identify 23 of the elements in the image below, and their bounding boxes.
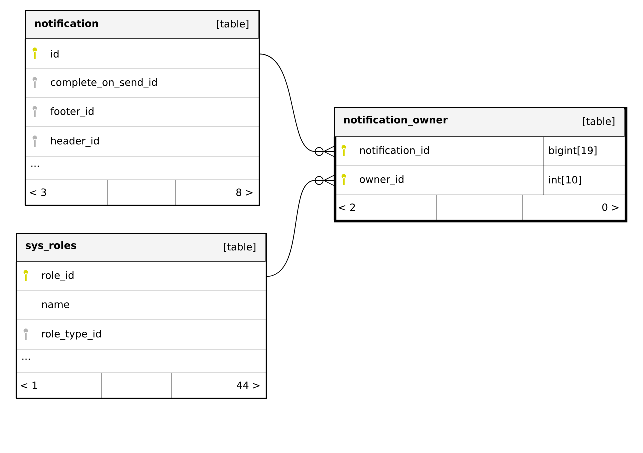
- count-row: < 1 44 >: [16, 372, 266, 398]
- column-row: role_id: [16, 262, 266, 292]
- table-header: notification_owner [table]: [334, 107, 625, 138]
- node-label: [table]: [583, 118, 615, 126]
- column-row: role_type_id: [16, 320, 266, 350]
- node-label: [table]: [224, 243, 256, 252]
- node-label: notification_owner: [344, 116, 448, 126]
- node-label: notification: [35, 20, 98, 28]
- more-row: ...: [16, 350, 266, 374]
- count-row: < 2 0 >: [334, 194, 626, 220]
- node-label: [table]: [217, 20, 249, 29]
- column-row: notification_id bigint[19]: [334, 136, 626, 166]
- node-label: sys_roles: [26, 242, 76, 252]
- table-header: notification [table]: [25, 10, 259, 40]
- column-row: complete_on_send_id: [25, 69, 260, 98]
- column-row: footer_id: [25, 98, 260, 128]
- more-row: ...: [25, 157, 260, 180]
- column-row: id: [25, 39, 260, 70]
- count-row: < 3 8 >: [25, 180, 260, 206]
- column-row: header_id: [25, 127, 260, 158]
- column-row: name: [16, 291, 266, 320]
- table-header: sys_roles [table]: [16, 233, 266, 262]
- column-row: owner_id int[10]: [334, 166, 626, 196]
